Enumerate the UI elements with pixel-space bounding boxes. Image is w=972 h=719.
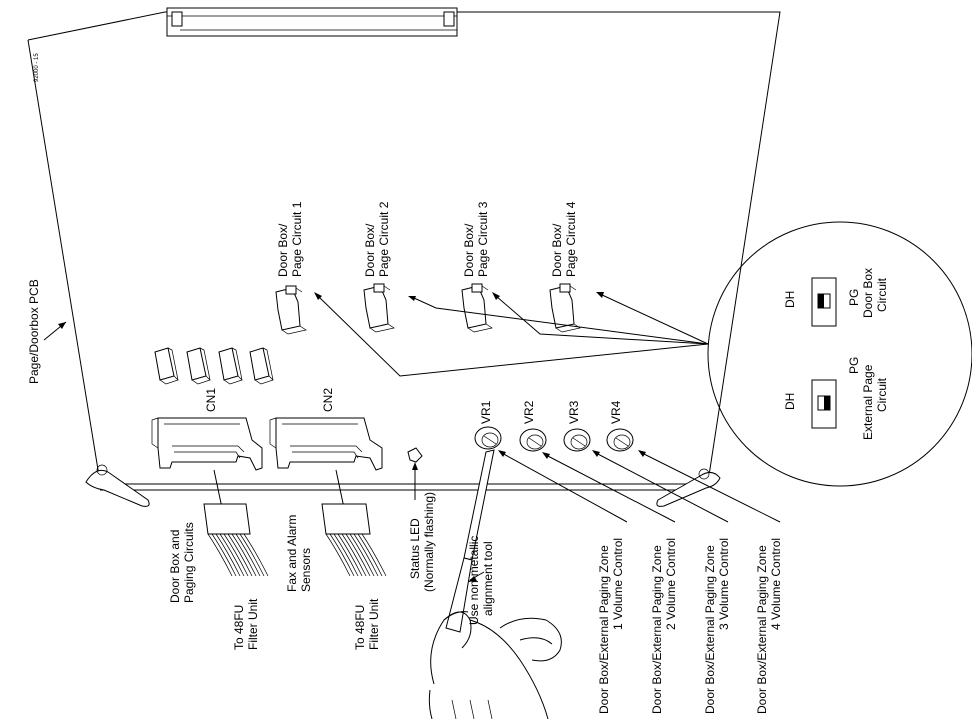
switch-3-label: Door Box/ Page Circuit 3 bbox=[462, 201, 490, 277]
cn1-function-line1: Door Box and bbox=[168, 530, 182, 603]
switch-3 bbox=[461, 283, 493, 333]
figure-code: 92000 - 15 bbox=[34, 53, 40, 82]
board-label-arrowhead bbox=[58, 322, 66, 329]
status-led-label: Status LED (Normally flashing) bbox=[408, 492, 436, 592]
cn2-dest-line2: Filter Unit bbox=[367, 598, 381, 650]
switch-3-line1: Door Box/ bbox=[462, 223, 476, 277]
cn1-connector bbox=[151, 417, 263, 471]
zone-1-line1: Door Box/External Paging Zone bbox=[597, 545, 611, 714]
vr2-potentiometer bbox=[519, 428, 547, 452]
switch-2-line1: Door Box/ bbox=[363, 223, 377, 277]
hand-holding-tool bbox=[428, 611, 562, 719]
switch-1-label: Door Box/ Page Circuit 1 bbox=[276, 201, 304, 277]
zone-4-line1: Door Box/External Paging Zone bbox=[755, 545, 769, 714]
zone-4-line2: 4 Volume Control bbox=[769, 538, 783, 630]
switch-4-line2: Page Circuit 4 bbox=[564, 201, 578, 277]
right-ejector bbox=[656, 468, 721, 507]
cn1-cable bbox=[203, 469, 269, 577]
door-box-circuit-line1: Door Box bbox=[861, 268, 875, 318]
external-page-circuit-line1: External Page bbox=[861, 364, 875, 440]
status-led-line2: (Normally flashing) bbox=[422, 492, 436, 592]
zone-3-label: Door Box/External Paging Zone 3 Volume C… bbox=[703, 538, 731, 714]
switch-2-label: Door Box/ Page Circuit 2 bbox=[363, 201, 391, 277]
cn2-label: CN2 bbox=[321, 388, 335, 412]
cn2-function-label: Fax and Alarm Sensors bbox=[285, 515, 313, 592]
status-led bbox=[407, 447, 423, 500]
cn1-function-label: Door Box and Paging Circuits bbox=[168, 522, 196, 603]
zone-1-label: Door Box/External Paging Zone 1 Volume C… bbox=[597, 538, 625, 714]
cn2-function-line1: Fax and Alarm bbox=[285, 515, 299, 592]
status-led-line1: Status LED bbox=[408, 518, 422, 579]
switch-4-label: Door Box/ Page Circuit 4 bbox=[550, 201, 578, 277]
detail-circle bbox=[707, 221, 972, 487]
vr4-potentiometer bbox=[606, 428, 634, 452]
switch-2-line2: Page Circuit 2 bbox=[377, 201, 391, 277]
zone-4-label: Door Box/External Paging Zone 4 Volume C… bbox=[755, 538, 783, 714]
board-label: Page/Doorbox PCB bbox=[27, 279, 41, 384]
zone-3-line2: 3 Volume Control bbox=[717, 538, 731, 630]
external-page-circuit-line2: Circuit bbox=[875, 377, 889, 412]
cn1-label: CN1 bbox=[204, 388, 218, 412]
switch-1 bbox=[275, 285, 307, 335]
cn2-dest-line1: To 48FU bbox=[353, 605, 367, 650]
door-box-circuit-line2: Circuit bbox=[875, 277, 889, 312]
cn2-destination-label: To 48FU Filter Unit bbox=[353, 598, 381, 650]
cn1-dest-line2: Filter Unit bbox=[246, 598, 260, 650]
cn2-cable bbox=[321, 469, 387, 577]
vr1-potentiometer bbox=[474, 426, 502, 450]
vr1-label: VR1 bbox=[479, 400, 493, 424]
switch-4-line1: Door Box/ bbox=[550, 223, 564, 277]
cn2-function-line2: Sensors bbox=[299, 548, 313, 592]
vr2-label: VR2 bbox=[522, 400, 536, 424]
vr-leader-lines bbox=[498, 450, 781, 523]
cn1-destination-label: To 48FU Filter Unit bbox=[232, 598, 260, 650]
tool-note-label: Use non-metallic alignment tool bbox=[467, 536, 495, 625]
cn1-function-line2: Paging Circuits bbox=[182, 522, 196, 603]
component-block-row bbox=[154, 347, 274, 385]
switch-1-line2: Page Circuit 1 bbox=[290, 201, 304, 277]
zone-2-label: Door Box/External Paging Zone 2 Volume C… bbox=[650, 538, 678, 714]
zone-1-line2: 1 Volume Control bbox=[611, 538, 625, 630]
zone-2-line2: 2 Volume Control bbox=[664, 538, 678, 630]
pg-label-b: PG bbox=[847, 357, 861, 374]
vr3-potentiometer bbox=[563, 428, 591, 452]
switch-3-line2: Page Circuit 3 bbox=[476, 201, 490, 277]
switch-leader-lines bbox=[314, 292, 709, 377]
left-ejector bbox=[85, 464, 150, 507]
vr3-label: VR3 bbox=[567, 400, 581, 424]
switch-4 bbox=[549, 283, 581, 333]
edge-connector bbox=[166, 7, 458, 37]
cn2-connector bbox=[269, 417, 383, 471]
cn1-dest-line1: To 48FU bbox=[232, 605, 246, 650]
zone-2-line1: Door Box/External Paging Zone bbox=[650, 545, 664, 714]
dh-label-b: DH bbox=[783, 393, 797, 410]
tool-note-line2: alignment tool bbox=[481, 541, 495, 616]
zone-3-line1: Door Box/External Paging Zone bbox=[703, 545, 717, 714]
switch-1-line1: Door Box/ bbox=[276, 223, 290, 277]
pcb-board-outline bbox=[27, 11, 781, 491]
vr4-label: VR4 bbox=[609, 400, 623, 424]
switch-2 bbox=[363, 283, 395, 333]
pg-label-a: PG bbox=[847, 289, 861, 306]
dh-label-a: DH bbox=[783, 291, 797, 308]
